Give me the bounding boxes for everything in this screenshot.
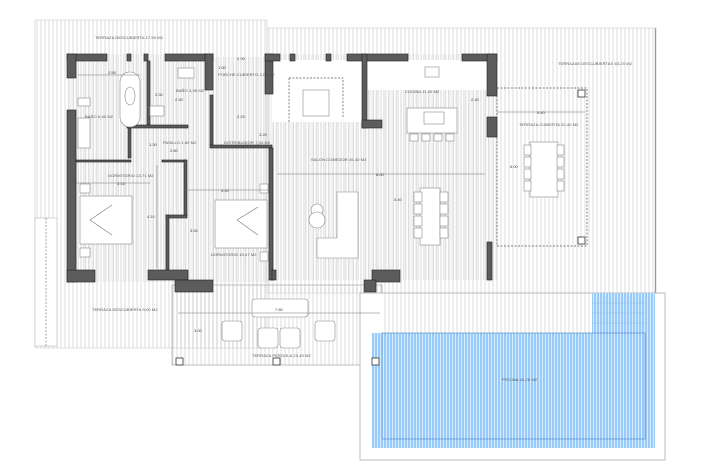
label-pasillo: PASILLO 1,50 M2 xyxy=(163,140,197,145)
dimension-label: 2.30 xyxy=(175,97,184,102)
steps xyxy=(34,217,58,347)
label-cocina: COCINA 11,00 M2 xyxy=(405,89,440,94)
column xyxy=(272,357,281,366)
covered-terrace-outline xyxy=(496,87,588,247)
dimension-label: 5.40 xyxy=(394,197,403,202)
outdoor-sofa xyxy=(251,298,309,318)
terrace-table xyxy=(529,141,559,198)
dimension-label: 3.20 xyxy=(221,188,230,193)
dimension-label: 6.00 xyxy=(510,164,519,169)
dimension-label: 7.80 xyxy=(275,307,284,312)
label-porche: PORCHE CUBIERTO 2,00 M2 xyxy=(218,72,275,77)
column xyxy=(175,357,184,366)
dimension-labels: 2.55 2.30 2.30 1.00 2.00 2.20 3.20 1.30 … xyxy=(108,56,546,333)
column xyxy=(371,357,380,366)
label-terraza-pergola: TERRAZA PERGOLA 23,40 M2 xyxy=(252,353,312,358)
label-dormitorio-2: DORMITORIO 15,47 M2 xyxy=(211,252,257,257)
label-distribuidor: DISTRIBUIDOR 7,04 M2 xyxy=(224,140,271,145)
pool-deck-hatch xyxy=(382,293,592,333)
toilet xyxy=(149,105,165,117)
pool-water xyxy=(372,333,655,448)
label-terraza-descubierta-top: TERRAZA DESCUBIERTA 17,50 M2 xyxy=(95,35,164,40)
bed xyxy=(79,195,133,245)
dimension-label: 6.00 xyxy=(376,172,385,177)
dimension-label: 2.20 xyxy=(237,114,246,119)
dimension-label: 2.30 xyxy=(155,92,164,97)
sink xyxy=(177,67,195,79)
walls xyxy=(66,53,498,293)
label-terrazas-descubiertas: TERRAZAS DESCUBIERTAS 63,20 M2 xyxy=(558,61,633,66)
furniture xyxy=(77,66,565,349)
label-terraza-cubierta: TERRAZA CUBIERTA 20,40 M2 xyxy=(519,122,579,127)
label-dormitorio-1: DORMITORIO 13,71 M2 xyxy=(108,173,154,178)
toilet xyxy=(77,97,91,107)
label-salon-comedor: SALON COMEDOR 45,40 M2 xyxy=(311,157,367,162)
dining-table xyxy=(419,187,441,246)
column xyxy=(577,236,586,245)
label-piscina: PISCINA 42,20 M2 xyxy=(502,377,538,382)
dimension-lines xyxy=(76,74,585,314)
dimension-label: 3.50 xyxy=(190,228,199,233)
room-labels: TERRAZA DESCUBIERTA 17,50 M2 BAÑO 4,95 M… xyxy=(85,35,633,382)
dimension-label: 5.40 xyxy=(537,110,546,115)
pool xyxy=(372,293,655,448)
dimension-label: 2.00 xyxy=(237,56,246,61)
terrace-pergola xyxy=(171,284,383,366)
dimension-label: 3.20 xyxy=(259,132,268,137)
dimension-label: 2.40 xyxy=(471,97,480,102)
label-bano-2: BAÑO 4,95 M2 xyxy=(176,88,205,93)
dimension-label: 1.30 xyxy=(149,142,158,147)
dimension-label: 2.55 xyxy=(108,70,117,75)
label-terraza-descubierta-left: TERRAZA DESCUBIERTA 9,00 M2 xyxy=(92,307,158,312)
dimension-label: 3.15 xyxy=(117,181,126,186)
bed xyxy=(214,199,268,249)
dimension-label: 4.10 xyxy=(147,214,156,219)
dimension-label: 2.80 xyxy=(170,148,179,153)
vanity xyxy=(77,117,91,149)
sofa xyxy=(316,191,359,259)
stair-landing xyxy=(302,89,330,117)
label-bano-1: BAÑO 6,40 M2 xyxy=(85,114,114,119)
dimension-label: 1.00 xyxy=(218,65,227,70)
column xyxy=(577,89,586,98)
dimension-label: 3.00 xyxy=(194,328,203,333)
